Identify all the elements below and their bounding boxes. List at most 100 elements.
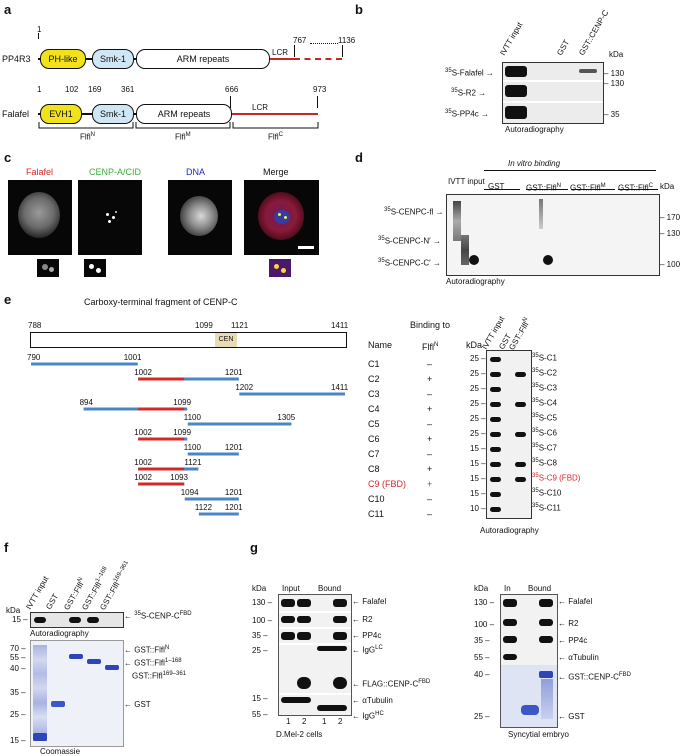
panel-label-d: d [355,150,363,165]
e-gel-band-input-10 [490,507,501,512]
flfl-n-fragment-label: FlflN [80,132,96,142]
falafel-position-169: 169 [88,85,102,94]
f-autorad-label: ← 35S-CENP-CFBD [124,611,192,621]
e-gel-marker-10: 10 – [470,504,486,513]
f-autorad-band-flfl-1-168 [87,617,99,623]
g-left-lane-1b: 1 [322,717,327,726]
b-row-r2: 35S-R2 → [451,88,487,98]
g-left-kda: kDa [252,584,267,593]
b-col-gst-cenpc: GST::CENP-C [577,8,611,58]
f-autorad-band-input [34,617,46,623]
pp4r3-start-position: 1 [37,25,42,34]
e-fragment-left-4: 1100 [183,413,201,422]
g-left-label-2: ← PP4c [352,631,382,640]
e-gel-band-input-9 [490,492,501,497]
e-gel-marker-2: 25 – [470,384,486,393]
e-scale-start: 788 [28,321,42,330]
falafel-lcr-label: LCR [252,103,269,112]
pp4r3-767-tick [294,45,295,57]
f-col-gst: GST [44,592,61,611]
panel-label-b: b [355,2,363,17]
c-header-cenpa: CENP-A/CID [89,167,142,177]
g-left-marker-3: 25 – [252,646,268,655]
c-merge-image [244,180,319,255]
e-cen-region: CEN [215,333,237,347]
e-autorad-gel [486,350,532,519]
b-autorad-gel [502,62,604,124]
g-left-pp4c-input-1 [281,632,295,640]
d-caption: Autoradiography [446,277,505,286]
pp4r3-position-1136: 1136 [338,36,356,45]
f-coom-gst-band [51,701,65,707]
f-coom-marker-15: 15 – [10,736,26,745]
g-left-igg-lc [317,646,347,651]
d-band-c-bound [543,255,553,265]
e-gel-marker-5: 25 – [470,429,486,438]
e-title: Carboxy-terminal fragment of CENP-C [84,297,238,307]
b-band-r2-input [505,85,527,97]
falafel-position-361: 361 [121,85,135,94]
g-left-marker-5: 55 – [252,710,268,719]
e-gel-marker-1: 25 – [470,369,486,378]
falafel-backbone [38,113,230,115]
d-title-underline [484,170,656,171]
g-left-r2-input-1 [281,616,295,623]
b-col-ivtt: IVTT input [498,20,525,57]
c-cenpa-inset [84,259,106,277]
g-left-blot [278,594,352,716]
g-right-label-5: ← GST [558,712,585,721]
falafel-evh1-domain: EVH1 [40,104,82,124]
e-gel-marker-3: 25 – [470,399,486,408]
e-gel-marker-7: 15 – [470,459,486,468]
g-right-pp4c-bound [539,636,553,643]
g-left-lane-1a: 1 [286,717,291,726]
b-marker-130a: – 130 [604,69,625,78]
g-right-label-1: ← R2 [558,619,579,628]
g-right-marker-1: 100 – [474,620,495,629]
d-kda: kDa [660,182,675,191]
c-falafel-image [8,180,72,255]
f-coom-marker-35: 35 – [10,688,26,697]
e-fragment-binding-3: + [427,404,433,414]
e-fragment-right-4: 1305 [277,413,296,422]
e-gel-row-label-2: 35S-C3 [532,383,557,393]
e-gel-band-bound-7 [515,462,526,467]
d-band-c-input [469,255,479,265]
e-gel-marker-0: 25 – [470,354,486,363]
g-left-label-6: ← IgGHC [352,711,384,721]
g-left-lane-2a: 2 [302,717,307,726]
g-right-blot [500,594,558,728]
g-left-r2-bound-2 [333,616,347,623]
g-left-falafel-bound-2 [333,599,347,607]
e-fragment-right-8: 1093 [170,473,188,482]
falafel-position-102: 102 [65,85,79,94]
e-fragment-left-9: 1094 [180,488,199,497]
e-gel-row-label-5: 35S-C6 [532,428,557,438]
e-gel-row-label-6: 35S-C7 [532,443,557,453]
panel-a: 1 PP4R3 767 1136 PH-like Smk-1 ARM repea… [0,0,360,150]
b-kda: kDa [609,50,624,59]
f-coom-caption: Coomassie [40,747,81,756]
c-dna-image [168,180,232,255]
e-fragment-right-3: 1099 [173,398,192,407]
panel-label-f: f [4,540,9,555]
b-band-falafel-bound [579,69,597,73]
d-col-flfl-m: GST::FlflM [570,183,606,193]
e-gel-marker-8: 15 – [470,474,486,483]
falafel-name: Falafel [2,109,30,119]
g-left-input: Input [282,584,300,593]
g-right-marker-5: 25 – [474,712,490,721]
d-band-fl-input [453,201,461,241]
e-fragment-left-0: 790 [27,353,41,362]
g-right-tubulin-input [503,654,517,660]
pp4r3-start-tick [38,33,39,39]
b-marker-35: – 35 [604,110,620,119]
g-right-coomassie-region [501,665,557,727]
falafel-end-tick [317,96,318,108]
panel-label-g: g [250,540,258,555]
panel-label-c: c [4,150,12,165]
e-gel-row-label-0: 35S-C1 [532,353,557,363]
g-left-pp4c-bound-2 [333,632,347,640]
pp4r3-1136-tick [342,45,343,57]
panel-g: kDa Input Bound 1 2 1 2 D.Mel-2 cells kD… [250,540,685,755]
